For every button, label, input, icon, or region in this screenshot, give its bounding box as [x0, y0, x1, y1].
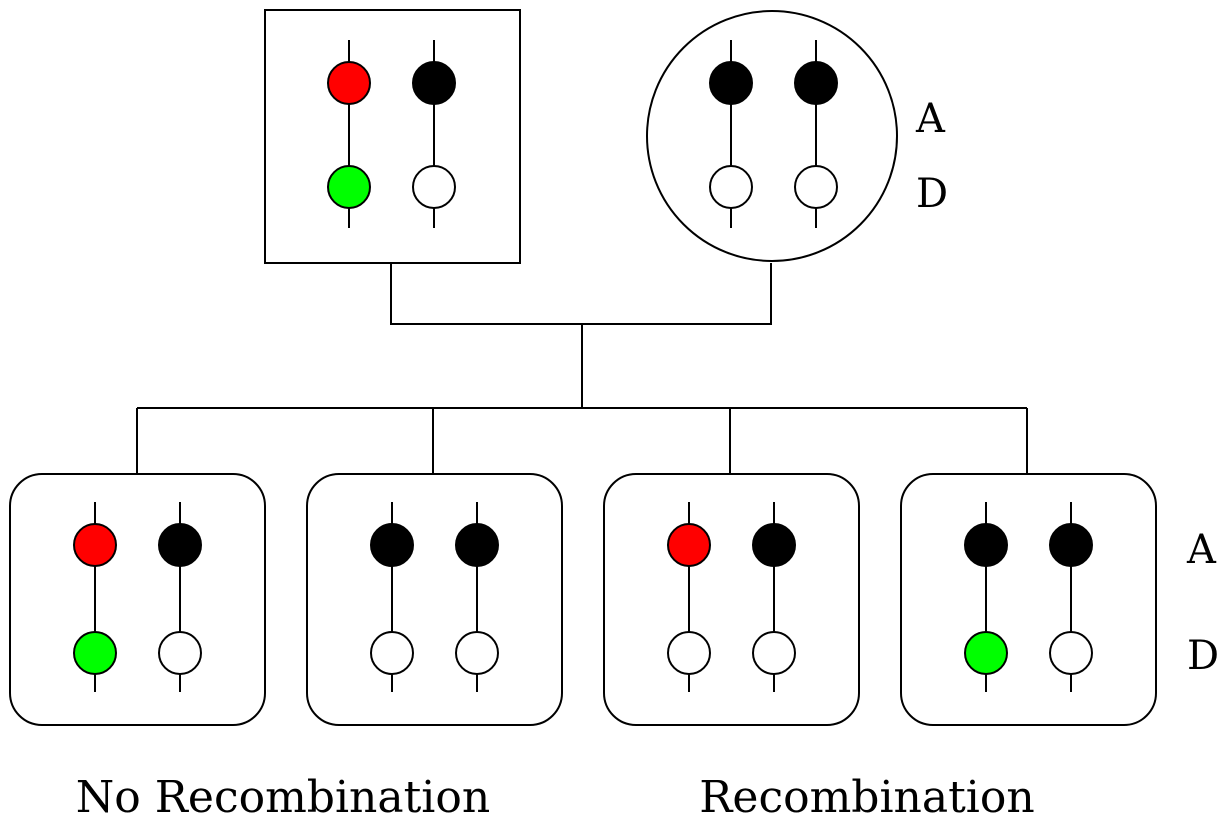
offspring-3-chromosomes — [667, 502, 796, 692]
mother-chromosomes — [709, 40, 838, 228]
father-chromosomes — [327, 40, 456, 228]
offspring-2 — [306, 473, 563, 726]
father-allele-a-1-red — [327, 61, 371, 105]
parent-locus-label-d: D — [916, 171, 948, 217]
offspring-2-allele-d-2-white — [455, 631, 499, 675]
offspring-2-allele-d-1-white — [370, 631, 414, 675]
offspring-3-box — [603, 473, 860, 726]
offspring-4-allele-a-2-black — [1049, 523, 1093, 567]
father-allele-a-2-black — [412, 61, 456, 105]
offspring-locus-label-d: D — [1187, 633, 1219, 679]
father-allele-d-2-white — [412, 165, 456, 209]
offspring-1-chromosomes — [73, 502, 202, 692]
caption-no-recombination: No Recombination — [76, 772, 490, 816]
offspring-1 — [9, 473, 266, 726]
offspring-1-allele-a-2-black — [158, 523, 202, 567]
offspring-4 — [900, 473, 1157, 726]
offspring-4-allele-a-1-black — [964, 523, 1008, 567]
offspring-2-allele-a-1-black — [370, 523, 414, 567]
offspring-3 — [603, 473, 860, 726]
offspring-2-allele-a-2-black — [455, 523, 499, 567]
parent-locus-label-a: A — [915, 96, 946, 142]
offspring-3-allele-a-1-red — [667, 523, 711, 567]
father-square — [264, 9, 521, 264]
mating-line — [390, 263, 772, 325]
mother-individual — [646, 10, 898, 262]
offspring-3-allele-a-2-black — [752, 523, 796, 567]
offspring-4-box — [900, 473, 1157, 726]
offspring-4-chromosomes — [964, 502, 1093, 692]
father-individual — [264, 9, 521, 264]
mother-allele-d-1-white — [709, 165, 753, 209]
offspring-1-box — [9, 473, 266, 726]
offspring-2-chromosomes — [370, 502, 499, 692]
offspring-3-allele-d-2-white — [752, 631, 796, 675]
caption-recombination: Recombination — [699, 772, 1034, 816]
mother-circle — [646, 10, 898, 262]
pedigree-lines — [136, 263, 1028, 474]
offspring-1-allele-a-1-red — [73, 523, 117, 567]
mother-allele-d-2-white — [794, 165, 838, 209]
father-allele-d-1-green — [327, 165, 371, 209]
offspring-1-allele-d-1-green — [73, 631, 117, 675]
offspring-1-allele-d-2-white — [158, 631, 202, 675]
mother-allele-a-1-black — [709, 61, 753, 105]
offspring-3-allele-d-1-white — [667, 631, 711, 675]
offspring-4-allele-d-2-white — [1049, 631, 1093, 675]
offspring-locus-label-a: A — [1186, 527, 1217, 573]
offspring-4-allele-d-1-green — [964, 631, 1008, 675]
mother-allele-a-2-black — [794, 61, 838, 105]
offspring-2-box — [306, 473, 563, 726]
